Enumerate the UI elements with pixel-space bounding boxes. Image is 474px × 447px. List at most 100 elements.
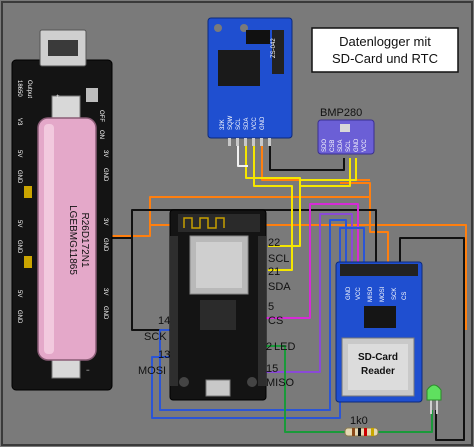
wire-sda-yellow <box>253 145 293 271</box>
wire-gnd-black <box>112 237 170 331</box>
rtc-module: ZS-042 32K SQW SCL SDA VCC GND <box>207 17 293 146</box>
led-leg <box>436 400 438 414</box>
resistor: 1k0 <box>344 415 379 437</box>
wire-vcc-orange-sd <box>369 197 389 262</box>
battery-label-gnd-r2: GND <box>102 238 108 252</box>
bmp280-module: BMP280 SDO CSB SDA SCL GND VCC <box>317 107 375 155</box>
battery-label-5v-2: 5V <box>16 220 22 227</box>
sdcard-pin-miso: MISO <box>368 286 374 302</box>
led-leg <box>430 400 432 414</box>
rtc-chip-ds3231 <box>218 50 260 86</box>
resistor-band <box>358 428 361 436</box>
wire-gnd-black-led <box>399 237 465 441</box>
sdcard-pin-sck: SCK <box>392 288 398 300</box>
resistor-band <box>371 428 374 436</box>
wire-led-green-2 <box>378 410 433 433</box>
wire-bmp-yellow <box>300 158 351 187</box>
sdcard-label-2: Reader <box>361 366 395 377</box>
title-line-1: Datenlogger mit <box>339 34 431 49</box>
esp32-usb <box>205 379 231 397</box>
led-body <box>426 384 442 401</box>
rtc-header-pins <box>272 30 284 74</box>
rtc-pin-label-gnd: GND <box>260 116 266 130</box>
resistor-band <box>352 428 355 436</box>
esp32-right-labels: 22 SCL 21 SDA 5 CS 2 LED 15 MISO <box>266 237 295 389</box>
resistor-label: 1k0 <box>350 415 368 427</box>
bmp280-pin-scl: SCL <box>346 140 352 152</box>
battery-pad <box>24 186 32 198</box>
rtc-pin-row <box>228 138 271 146</box>
sdcard-label-1: SD-Card <box>358 352 398 363</box>
esp32-left-labels: 14 SCK 13 MOSI <box>138 315 170 377</box>
esp32-chip <box>200 300 236 330</box>
battery-label-18650: 18650 <box>16 80 22 97</box>
battery-minus-mark: − <box>86 368 90 374</box>
wire-vcc-orange <box>112 182 371 237</box>
resistor-band <box>364 428 367 436</box>
esp32-antenna-trace <box>183 217 225 229</box>
battery-cell-shine <box>44 124 54 354</box>
battery-label-5v-3: 5V <box>16 290 22 297</box>
esp-pin-2: 2 <box>266 341 272 353</box>
rtc-pin-label-sqw: SQW <box>228 115 234 130</box>
wire-bmp-yellow-2 <box>300 158 357 181</box>
battery-label-5v-1: 5V <box>16 150 22 157</box>
battery-label-off: OFF <box>98 110 104 122</box>
bmp280-pin-gnd: GND <box>354 138 360 152</box>
battery-label-v3: V3 <box>16 118 22 126</box>
battery-clip-bottom <box>51 357 81 379</box>
sdcard-chip <box>364 306 396 328</box>
esp-pin-14: 14 <box>158 315 170 327</box>
wire-cs-magenta <box>262 203 359 319</box>
esp32-board <box>169 209 267 401</box>
bmp280-pin-vcc: VCC <box>362 139 368 152</box>
esp-pin-5: 5 <box>268 301 274 313</box>
rtc-pin-label-sda: SDA <box>244 118 250 130</box>
battery-label-3v-2: 3V <box>102 218 108 225</box>
sdcard-pin-gnd: GND <box>346 286 352 300</box>
battery-label-gnd-r1: GND <box>102 168 108 182</box>
esp32-pin-row-left <box>170 236 178 386</box>
sdcard-pin-row <box>340 264 418 276</box>
title-line-2: SD-Card und RTC <box>332 51 438 66</box>
esp-pin-miso: MISO <box>266 377 295 389</box>
bmp280-title: BMP280 <box>320 107 362 119</box>
battery-label-gnd-r3: GND <box>102 306 108 320</box>
usb-port-inner <box>48 40 78 56</box>
sdcard-module: GND VCC MISO MOSI SCK CS SD-Card Reader <box>335 261 423 403</box>
wire-led-green <box>262 345 345 433</box>
battery-label-gnd-3: GND <box>16 310 22 324</box>
esp-pin-scl: SCL <box>268 253 289 265</box>
wire-mosi-blue <box>151 227 365 419</box>
rtc-header-label: ZS-042 <box>271 38 277 58</box>
rtc-pin-label-scl: SCL <box>236 118 242 130</box>
esp-pin-22: 22 <box>268 237 280 249</box>
title-frame <box>311 27 459 73</box>
wires <box>112 145 467 441</box>
battery-board: LGEBMG11865 R26D172N1 Output 18650 V3 5V… <box>11 29 113 391</box>
battery-label-3v-1: 3V <box>102 150 108 157</box>
esp32-pin-row-right <box>258 236 266 386</box>
esp32-button <box>247 377 257 387</box>
wire-gnd-black-rtc <box>269 145 345 171</box>
bmp280-pin-csb: CSB <box>330 140 336 152</box>
esp-pin-mosi: MOSI <box>138 365 166 377</box>
battery-cell-text-2: R26D172N1 <box>79 212 90 267</box>
battery-pad <box>24 256 32 268</box>
esp-pin-13: 13 <box>158 349 170 361</box>
bmp280-pin-sda: SDA <box>338 140 344 152</box>
rtc-mount-hole <box>214 24 222 32</box>
esp-pin-sda: SDA <box>268 281 291 293</box>
title-box: Datenlogger mit SD-Card und RTC <box>311 27 459 73</box>
bmp280-pcb <box>317 119 375 155</box>
battery-switch <box>86 88 98 102</box>
led <box>426 384 442 414</box>
esp32-antenna <box>178 214 260 232</box>
wire-sck-blue <box>159 219 347 411</box>
wire-vcc-orange-long <box>149 224 467 330</box>
battery-label-3v-3: 3V <box>102 288 108 295</box>
esp-pin-15: 15 <box>266 363 278 375</box>
sdcard-pin-mosi: MOSI <box>380 286 386 302</box>
battery-label-gnd-1: GND <box>16 170 22 184</box>
